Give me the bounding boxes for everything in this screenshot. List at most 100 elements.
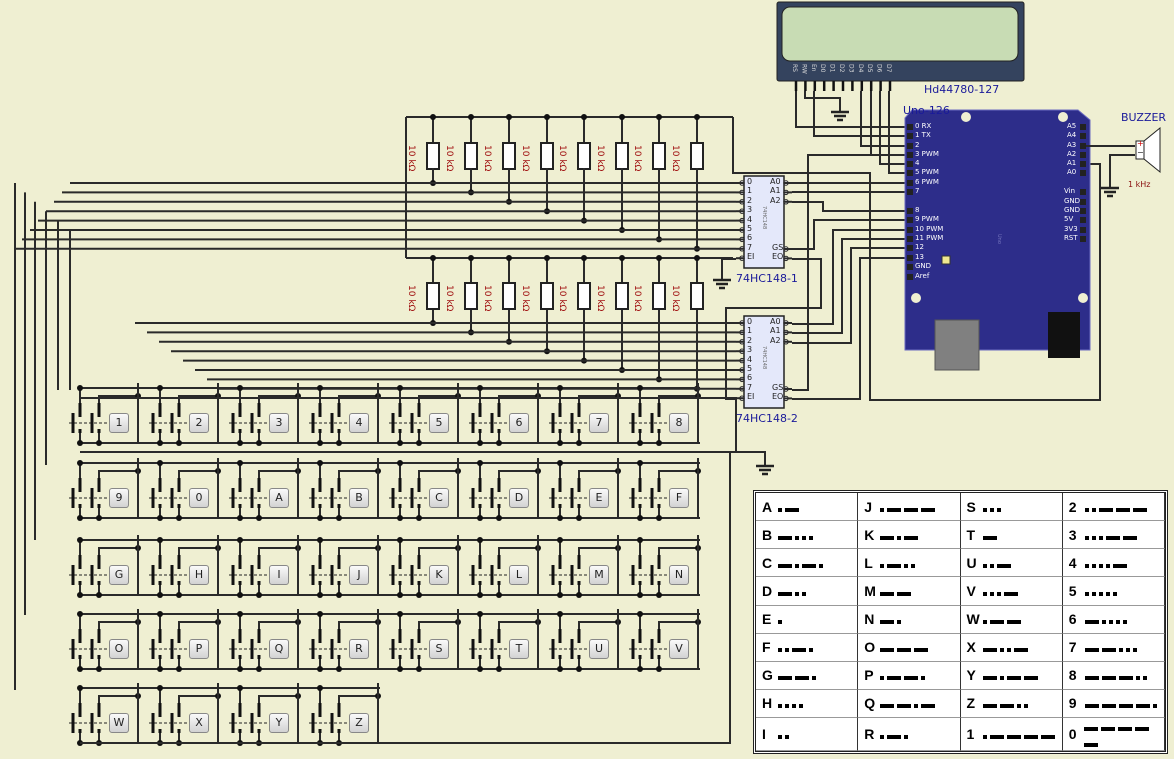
keypad-button-Y[interactable]: Y (269, 713, 289, 733)
junction-dot (694, 114, 700, 120)
keypad-button-0[interactable]: 0 (189, 488, 209, 508)
morse-dash (1117, 727, 1132, 731)
pushbutton-switch (69, 555, 113, 585)
morse-code (778, 499, 802, 515)
header-pin (1080, 189, 1086, 195)
keypad-button-M[interactable]: M (589, 565, 609, 585)
keypad-button-3[interactable]: 3 (269, 413, 289, 433)
pushbutton-switch (469, 403, 513, 433)
morse-dash (778, 535, 792, 540)
morse-dot (880, 735, 885, 739)
junction-dot (157, 537, 163, 543)
morse-dot (1105, 591, 1110, 596)
keypad-button-F[interactable]: F (669, 488, 689, 508)
pushbutton-switch (629, 629, 673, 659)
keypad-button-D[interactable]: D (509, 488, 529, 508)
junction-dot (656, 255, 662, 261)
encoder-pin-label: A1 (770, 326, 781, 336)
keypad-button-K[interactable]: K (429, 565, 449, 585)
morse-dash (904, 507, 919, 512)
wire (578, 470, 618, 478)
keypad-button-O[interactable]: O (109, 639, 129, 659)
junction-dot (176, 440, 182, 446)
morse-dot (1084, 507, 1089, 512)
morse-dot (1091, 535, 1096, 540)
morse-dot (1084, 563, 1089, 568)
keypad-button-H[interactable]: H (189, 565, 209, 585)
keypad-button-S[interactable]: S (429, 639, 449, 659)
morse-character: N (864, 611, 875, 628)
keypad-button-1[interactable]: 1 (109, 413, 129, 433)
keypad-button-4[interactable]: 4 (349, 413, 369, 433)
morse-dot (1016, 704, 1021, 709)
keypad-button-U[interactable]: U (589, 639, 609, 659)
keypad-button-9[interactable]: 9 (109, 488, 129, 508)
wire (792, 229, 905, 325)
keypad-button-T[interactable]: T (509, 639, 529, 659)
keypad-button-P[interactable]: P (189, 639, 209, 659)
keypad-button-X[interactable]: X (189, 713, 209, 733)
junction-dot (557, 611, 563, 617)
keypad-button-Q[interactable]: Q (269, 639, 289, 659)
mount-hole (1078, 293, 1088, 303)
header-pin (1080, 236, 1086, 242)
morse-code (880, 611, 904, 627)
lcd-pin-label: RW (800, 64, 808, 74)
morse-cell: P (858, 661, 961, 690)
morse-dot (880, 507, 885, 512)
keypad-button-8[interactable]: 8 (669, 413, 689, 433)
keypad-button-W[interactable]: W (109, 713, 129, 733)
morse-dot (880, 676, 885, 681)
junction-dot (619, 114, 625, 120)
keypad-button-B[interactable]: B (349, 488, 369, 508)
arduino-pin-label: 10 PWM (915, 225, 944, 233)
wire (418, 547, 458, 555)
morse-code (1083, 718, 1164, 750)
morse-dash (785, 507, 799, 512)
resistor-value-label: 10 kΩ (520, 145, 530, 172)
junction-dot (256, 666, 262, 672)
keypad-button-R[interactable]: R (349, 639, 369, 659)
junction-dot (77, 592, 83, 598)
encoder-pin-label: 4 (747, 354, 753, 364)
keypad-button-N[interactable]: N (669, 565, 689, 585)
keypad-button-Z[interactable]: Z (349, 713, 369, 733)
keypad-button-G[interactable]: G (109, 565, 129, 585)
junction-dot (506, 114, 512, 120)
header-pin (907, 217, 913, 223)
junction-dot (397, 611, 403, 617)
keypad-button-C[interactable]: C (429, 488, 449, 508)
junction-dot (256, 515, 262, 521)
keypad-button-J[interactable]: J (349, 565, 369, 585)
header-pin (907, 208, 913, 214)
keypad-button-E[interactable]: E (589, 488, 609, 508)
resistor (652, 282, 666, 310)
junction-dot (557, 515, 563, 521)
junction-dot (557, 460, 563, 466)
keypad-button-V[interactable]: V (669, 639, 689, 659)
morse-cell: R (858, 718, 961, 751)
encoder-pin-label: EI (747, 252, 755, 262)
keypad-button-7[interactable]: 7 (589, 413, 609, 433)
wire (178, 695, 218, 703)
keypad-button-2[interactable]: 2 (189, 413, 209, 433)
keypad-button-6[interactable]: 6 (509, 413, 529, 433)
morse-cell: 9 (1062, 689, 1165, 718)
keypad-button-A[interactable]: A (269, 488, 289, 508)
morse-code (982, 667, 1041, 683)
morse-cell: Z (960, 689, 1063, 718)
header-pin (907, 152, 913, 158)
morse-cell: V (960, 577, 1063, 606)
keypad-button-5[interactable]: 5 (429, 413, 449, 433)
pushbutton-switch (69, 403, 113, 433)
junction-dot (397, 666, 403, 672)
wire (879, 91, 905, 165)
arduino-pin-label: GND (1064, 206, 1081, 214)
arduino-pin-label: A5 (1067, 122, 1077, 130)
wire (178, 547, 218, 555)
encoder-pin-label: 6 (747, 373, 753, 383)
morse-dash (1013, 648, 1028, 653)
keypad-button-I[interactable]: I (269, 565, 289, 585)
morse-cell: J (858, 493, 961, 522)
keypad-button-L[interactable]: L (509, 565, 529, 585)
